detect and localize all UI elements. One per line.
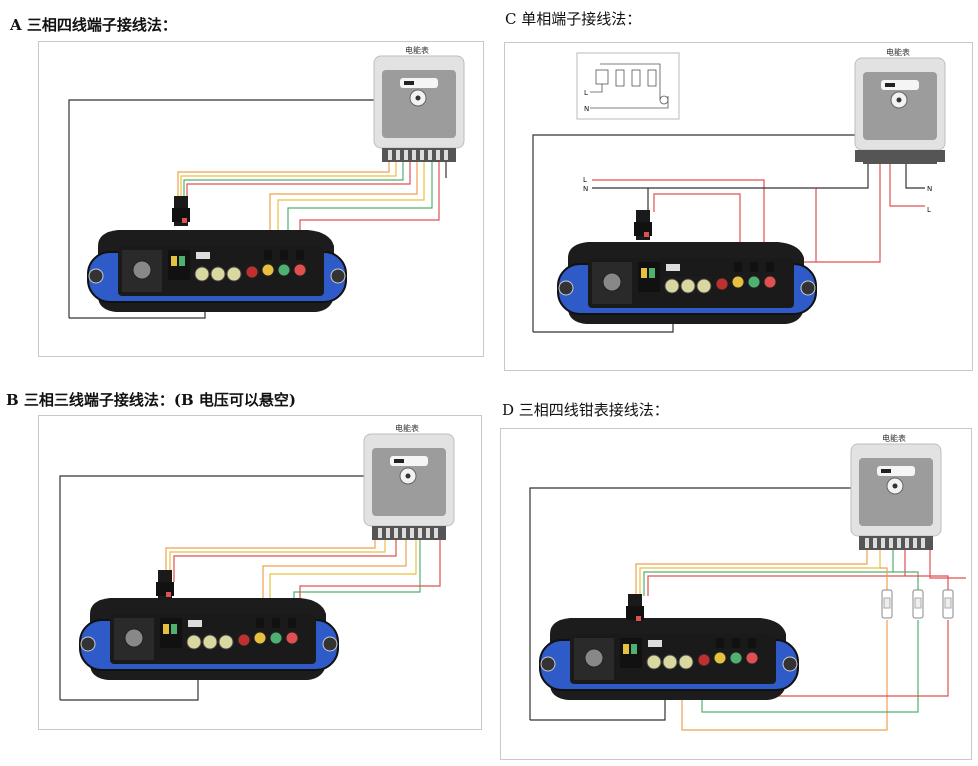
c-n-label: N xyxy=(583,185,588,193)
c-l-out-label: L xyxy=(927,206,931,214)
diagram-d: 电能表 xyxy=(529,433,966,731)
meter-label-c: 电能表 xyxy=(886,47,910,57)
title-c: C 单相端子接线法： xyxy=(505,10,642,28)
meter-label-d: 电能表 xyxy=(882,433,906,443)
c-n-out-label: N xyxy=(927,185,932,193)
inset-l-label: L xyxy=(584,89,588,97)
title-a: A 三相四线端子接线法： xyxy=(10,16,177,34)
diagram-a: 电能表 xyxy=(68,45,465,319)
title-d: D 三相四线钳表接线法： xyxy=(502,401,669,419)
c-l-label: L xyxy=(583,176,587,184)
meter-label-a: 电能表 xyxy=(405,45,429,55)
diagram-b: 电能表 xyxy=(59,423,455,701)
meter-label-b: 电能表 xyxy=(395,423,419,433)
diagram-c: L N L N N L 电能表 xyxy=(532,47,946,333)
inset-schematic xyxy=(576,52,680,120)
inset-n-label: N xyxy=(584,105,589,113)
meter-terminal-c xyxy=(855,150,945,162)
title-b: B 三相三线端子接线法：(B 电压可以悬空) xyxy=(6,391,296,409)
